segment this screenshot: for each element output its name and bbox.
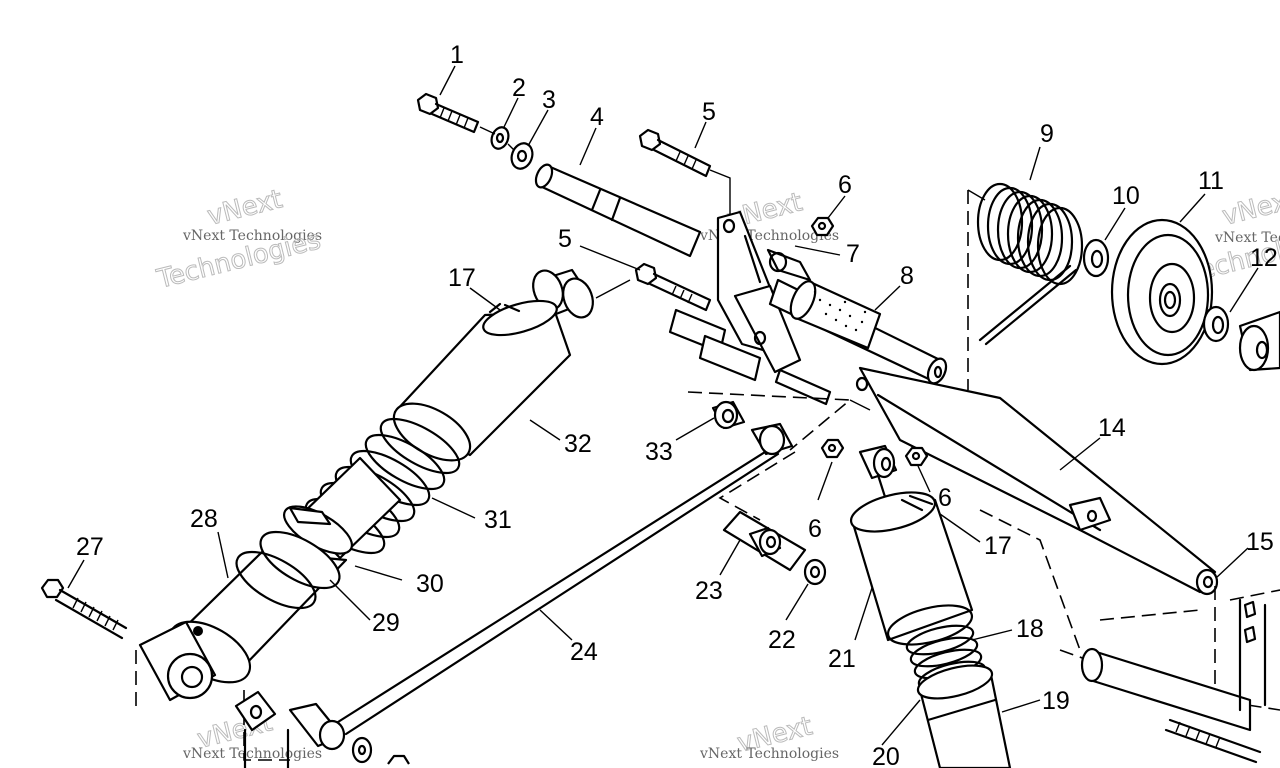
bolt-1 — [416, 92, 480, 134]
callout-1: 1 — [450, 41, 464, 69]
callout-10: 10 — [1112, 182, 1140, 210]
callout-2: 2 — [512, 74, 526, 102]
watermark-text: vNext Technologies — [699, 746, 839, 762]
callout-17-right: 17 — [984, 532, 1012, 560]
link-rod-24 — [288, 422, 794, 751]
washer-10 — [1082, 238, 1110, 278]
callout-6-middle: 6 — [808, 515, 822, 543]
leader-line — [849, 399, 871, 411]
bushing-middle — [858, 444, 898, 480]
callout-22: 22 — [768, 626, 796, 654]
bracket-7 — [766, 248, 812, 282]
callout-12: 12 — [1250, 244, 1278, 272]
callout-18: 18 — [1016, 615, 1044, 643]
frame-right — [1059, 586, 1280, 732]
leader-line — [967, 189, 986, 201]
callout-6-top: 6 — [838, 171, 852, 199]
nut-6-top — [810, 216, 835, 237]
watermark-text: vNext Technologies — [182, 228, 322, 244]
spacer — [1238, 310, 1280, 372]
watermark-big: vNext — [1219, 184, 1280, 231]
washer-2 — [490, 126, 510, 150]
callout-11: 11 — [1198, 167, 1224, 195]
nut-6-middle-left — [820, 438, 845, 459]
watermark-text: vNext Technologies — [1214, 230, 1280, 246]
nut-lower-left — [387, 754, 410, 765]
callout-5-upper: 5 — [702, 98, 716, 126]
callout-24: 24 — [570, 638, 598, 666]
callout-17-left: 17 — [448, 264, 476, 292]
washer-3 — [510, 142, 534, 170]
callout-30: 30 — [416, 570, 444, 598]
washer-12 — [1202, 305, 1230, 343]
shaft-4 — [534, 163, 702, 258]
shock-21 — [849, 473, 974, 646]
watermark-big: vNext — [204, 184, 285, 231]
swing-arm-14 — [855, 366, 1219, 596]
dashed-guide — [687, 391, 853, 451]
mount-bracket — [668, 210, 832, 406]
callout-4: 4 — [590, 103, 604, 131]
callout-28: 28 — [190, 505, 218, 533]
dashed-guide — [718, 451, 796, 521]
spring-9 — [976, 182, 1084, 346]
callout-5-lower: 5 — [558, 225, 572, 253]
callout-8: 8 — [900, 262, 914, 290]
bolt-5-upper — [638, 128, 712, 178]
callout-19: 19 — [1042, 687, 1070, 715]
axle-8 — [768, 278, 948, 385]
callout-33: 33 — [645, 438, 673, 466]
callout-15: 15 — [1246, 528, 1274, 556]
bolt-27 — [40, 578, 128, 640]
bolt-5-lower — [634, 262, 712, 312]
leader-line — [479, 126, 515, 151]
callout-3: 3 — [542, 86, 556, 114]
callout-21: 21 — [828, 645, 856, 673]
callout-14: 14 — [1098, 414, 1126, 442]
callout-29: 29 — [372, 609, 400, 637]
collar-30 — [283, 505, 353, 555]
wheel-11 — [1110, 218, 1214, 366]
washer-lower-left — [351, 736, 373, 764]
washer-22 — [803, 558, 827, 586]
frame-left — [135, 650, 290, 768]
watermark-text: vNext Technologies — [182, 746, 322, 762]
callout-9: 9 — [1040, 120, 1054, 148]
callout-labels: 1 2 3 4 5 5 6 6 6 7 8 9 10 11 12 14 15 1… — [76, 41, 1278, 768]
callout-31: 31 — [484, 506, 512, 534]
callout-7: 7 — [846, 240, 860, 268]
callout-6-right: 6 — [938, 484, 952, 512]
bolt-lower-right — [1164, 718, 1262, 764]
leader-line — [595, 279, 631, 299]
dashed-guide — [979, 509, 1081, 651]
leader-line — [709, 169, 731, 215]
callout-23: 23 — [695, 577, 723, 605]
callout-27: 27 — [76, 533, 104, 561]
nut-6-middle-right — [904, 446, 929, 467]
callout-20: 20 — [872, 743, 900, 768]
shock-body-28 — [138, 530, 348, 702]
shock-body-19 — [916, 664, 1012, 768]
leader-line — [794, 245, 841, 256]
bushing-33 — [711, 400, 746, 430]
callout-32: 32 — [564, 430, 592, 458]
spacer-23 — [722, 510, 807, 572]
leader-lines — [67, 65, 1259, 746]
